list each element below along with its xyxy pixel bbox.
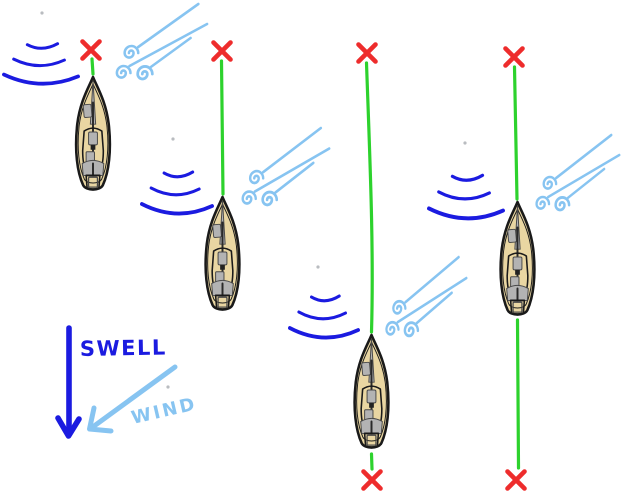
ink-specks-layer [40,11,467,389]
swell-direction-arrow [55,325,82,439]
anchor-rode-line [364,61,374,334]
ink-speck [40,11,44,15]
ink-speck [463,141,467,145]
anchor-rode-line [219,59,225,196]
anchor-rode-line [90,57,95,76]
swell-arrowhead-icon [55,415,82,439]
anchor-rode-line [512,65,519,201]
swell-label: SWELL [80,335,167,361]
ink-speck [316,265,320,269]
ink-speck [171,137,175,141]
ink-speck [166,385,170,389]
anchor-rode-line [369,452,374,471]
wind-direction-arrow [87,364,178,434]
anchor-rode-line [515,318,521,470]
anchor-rodes-layer [90,57,521,471]
wind-arrowhead-icon [87,405,114,434]
